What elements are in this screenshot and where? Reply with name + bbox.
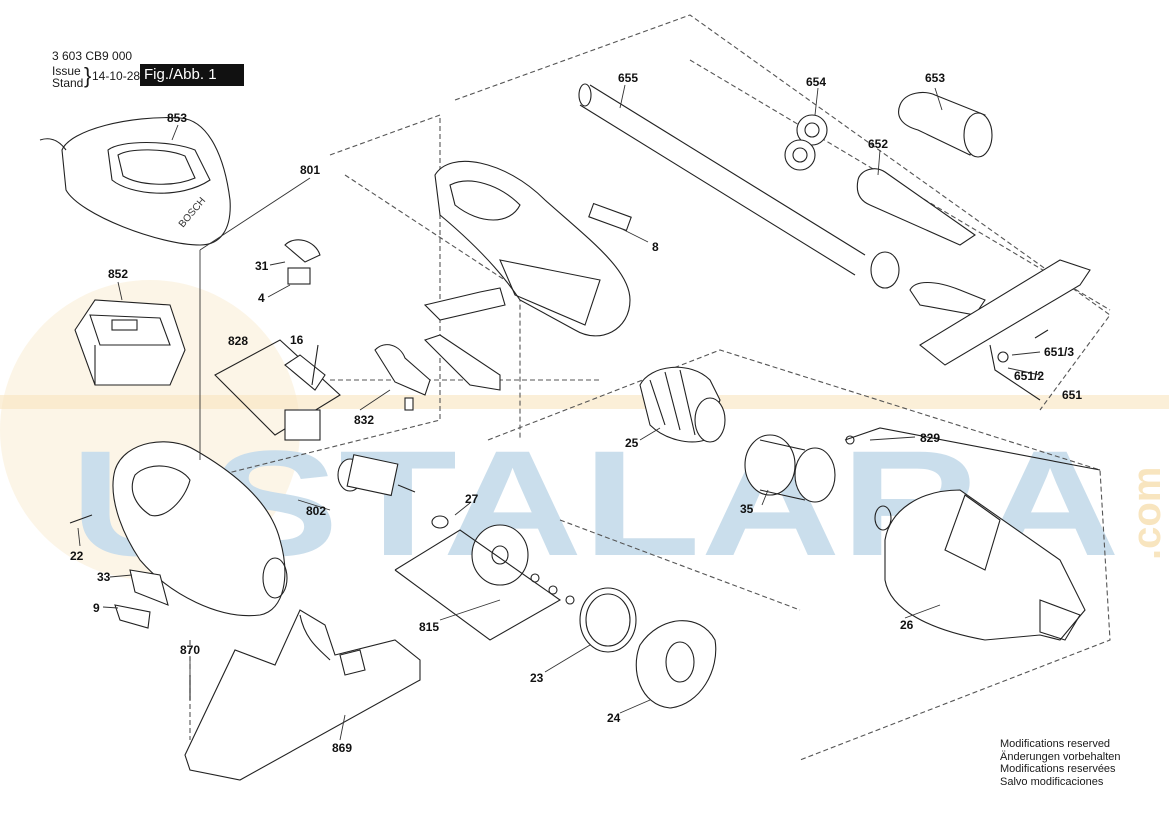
label-651-2: 651/2: [1014, 369, 1044, 383]
label-655: 655: [618, 71, 638, 85]
modifications-notice: Modifications reserved Änderungen vorbeh…: [1000, 738, 1120, 788]
handle-housing-802: [112, 441, 288, 617]
part-8: [588, 202, 632, 232]
label-651-3: 651/3: [1044, 345, 1074, 359]
label-832: 832: [354, 413, 374, 427]
fan-815: [471, 524, 529, 586]
label-26: 26: [900, 618, 914, 632]
battery-part-852: [74, 299, 186, 386]
label-4: 4: [258, 291, 265, 305]
label-853: 853: [167, 111, 187, 125]
charger-part-853: BOSCH: [39, 117, 231, 246]
housing-half-top: [434, 160, 631, 337]
mod-es: Salvo modificaciones: [1000, 775, 1104, 788]
label-801: 801: [300, 163, 320, 177]
mod-en: Modifications reserved: [1000, 738, 1111, 750]
label-24: 24: [607, 711, 621, 725]
switch-part-4: [287, 267, 311, 285]
frame-828: [214, 339, 341, 436]
floor-nozzle-651: [909, 259, 1091, 401]
label-652: 652: [868, 137, 888, 151]
doc-number: 3 603 CB9 000: [52, 49, 133, 63]
wall-bracket-869: [184, 609, 421, 781]
stand-label: Stand: [52, 76, 84, 90]
filter-holder-24: [635, 620, 717, 709]
clip-654: [784, 114, 828, 171]
label-651: 651: [1062, 388, 1082, 402]
brace: }: [84, 63, 92, 88]
issue-date: 14-10-28: [92, 69, 141, 83]
watermark-suffix: .com: [1125, 467, 1169, 560]
label-829: 829: [920, 431, 940, 445]
plate-part: [423, 287, 506, 321]
label-828: 828: [228, 334, 248, 348]
label-33: [129, 569, 169, 606]
filter-basket-35: [744, 434, 836, 503]
dust-container-26: [884, 489, 1086, 641]
label-654: 654: [806, 75, 826, 89]
figure-label: Fig./Abb. 1: [140, 64, 244, 86]
washer-27: [431, 515, 449, 529]
extension-tube-655: [578, 83, 900, 289]
label-31: 31: [255, 259, 269, 273]
mod-de: Änderungen vorbehalten: [1000, 750, 1121, 763]
screw-22: [69, 514, 93, 524]
adapter-653: [898, 91, 993, 158]
switch-module: [284, 409, 321, 441]
label-23: 23: [530, 671, 544, 685]
filter-25: [639, 366, 726, 443]
crevice-nozzle-652: [856, 168, 976, 246]
label-653: 653: [925, 71, 945, 85]
label-802: 802: [306, 504, 326, 518]
slider-part: [423, 334, 501, 391]
label-35: 35: [740, 502, 754, 516]
switch-button-31: [284, 239, 321, 263]
label-16: 16: [290, 333, 304, 347]
label-9: 9: [93, 601, 100, 615]
label-27: 27: [465, 492, 479, 506]
mod-fr: Modifications reservées: [1000, 763, 1116, 775]
button-part-832: [374, 344, 431, 396]
label-9: [114, 604, 151, 629]
label-852: 852: [108, 267, 128, 281]
label-8: 8: [652, 240, 659, 254]
leader-lines: [77, 84, 1041, 741]
seal-ring-23: [579, 587, 637, 653]
label-25: 25: [625, 436, 639, 450]
label-870: 870: [180, 643, 200, 657]
label-869: 869: [332, 741, 352, 755]
label-33: 33: [97, 570, 111, 584]
motor-part: [337, 454, 416, 497]
label-22: 22: [70, 549, 84, 563]
issue-label: Issue: [52, 64, 81, 78]
label-815: 815: [419, 620, 439, 634]
